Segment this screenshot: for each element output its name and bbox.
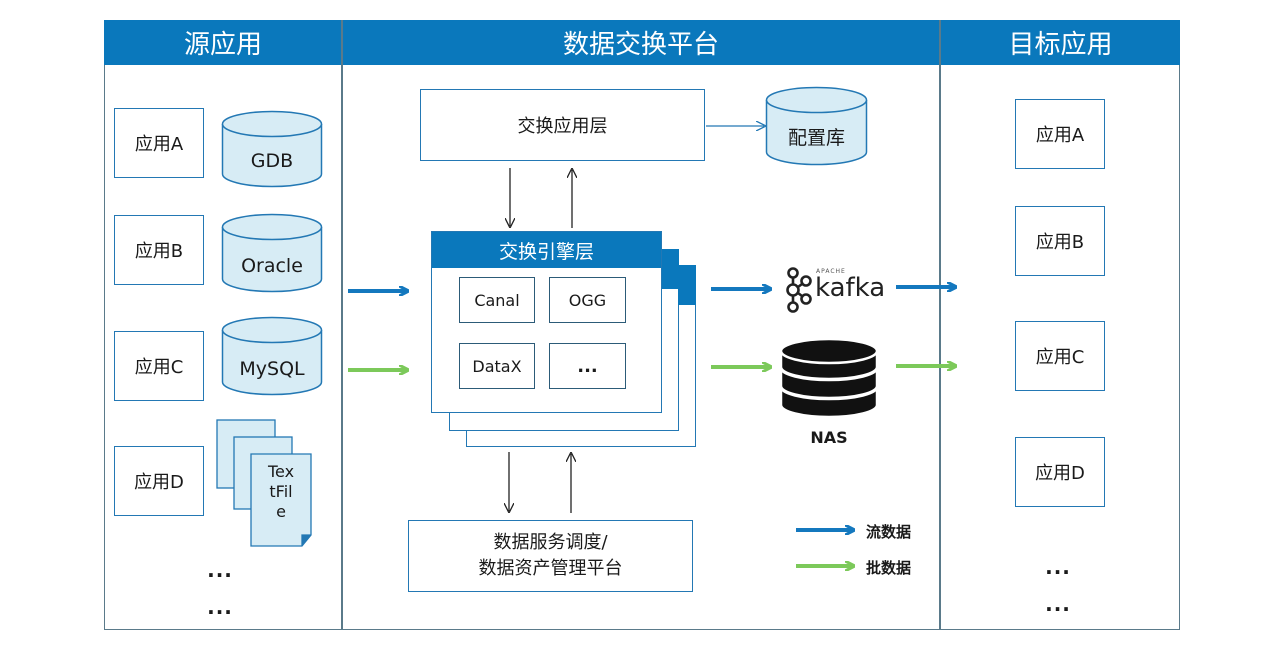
kafka-apache-label: APACHE [816, 268, 846, 275]
source-ellipsis-1: ... [207, 558, 233, 582]
target-ellipsis-1: ... [1045, 555, 1071, 579]
mysql-database-icon: MySQL [221, 316, 323, 396]
engine-item-datax: DataX [459, 343, 535, 389]
legend-batch-label: 批数据 [866, 559, 912, 577]
engine-item-ogg: OGG [549, 277, 626, 323]
target-app-d: 应用D [1015, 437, 1105, 507]
target-ellipsis-2: ... [1045, 592, 1071, 616]
target-app-b: 应用B [1015, 206, 1105, 276]
source-app-d: 应用D [114, 446, 204, 516]
engine-stack-tab-2 [661, 249, 679, 289]
config-database-icon: 配置库 [765, 86, 868, 166]
engine-item-ellipsis: ... [549, 343, 626, 389]
exchange-app-layer: 交换应用层 [420, 89, 705, 161]
gdb-database-icon: GDB [221, 110, 323, 188]
engine-title: 交换引擎层 [432, 232, 661, 268]
engine-item-canal: Canal [459, 277, 535, 323]
source-app-c: 应用C [114, 331, 204, 401]
legend-stream-label: 流数据 [866, 523, 912, 541]
header-target: 目标应用 [941, 20, 1180, 65]
source-app-b: 应用B [114, 215, 204, 285]
data-service-scheduling-platform: 数据服务调度/数据资产管理平台 [408, 520, 693, 592]
target-app-a: 应用A [1015, 99, 1105, 169]
engine-stack-tab-3 [678, 265, 696, 305]
source-app-a: 应用A [114, 108, 204, 178]
kafka-label: kafka [815, 273, 886, 303]
divider-right [939, 20, 941, 630]
header-platform: 数据交换平台 [343, 20, 939, 65]
nas-label: NAS [810, 428, 848, 447]
header-source: 源应用 [104, 20, 342, 65]
source-ellipsis-2: ... [207, 595, 233, 619]
oracle-database-icon: Oracle [221, 213, 323, 293]
target-app-c: 应用C [1015, 321, 1105, 391]
divider-left [341, 20, 343, 630]
